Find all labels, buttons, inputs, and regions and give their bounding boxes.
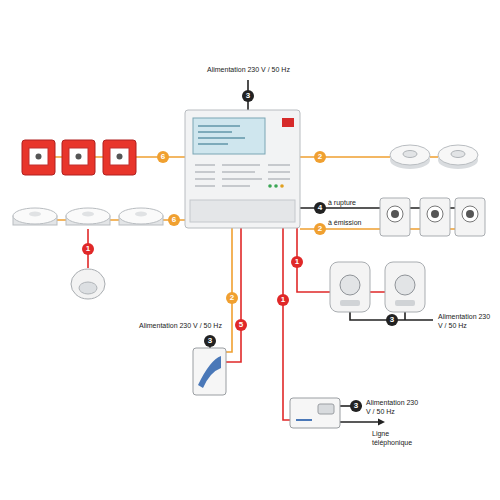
wire-label: à rupture [328, 199, 356, 208]
wire-label: Alimentation 230 V / 50 Hz [139, 322, 222, 331]
wire-label: Ligne téléphonique [372, 430, 420, 447]
wire-label: Alimentation 230 V / 50 Hz [366, 399, 422, 416]
wire-label: Alimentation 230 V / 50 Hz [438, 313, 494, 330]
callout-number: 1 [277, 294, 289, 306]
callout-number: 2 [226, 292, 238, 304]
callout-number: 6 [168, 214, 180, 226]
callout-number: 3 [242, 90, 254, 102]
wire-label: à émission [328, 219, 361, 228]
callout-number: 2 [314, 223, 326, 235]
callout-number: 3 [350, 400, 362, 412]
callout-number: 4 [314, 202, 326, 214]
callout-number: 1 [82, 243, 94, 255]
callout-number: 1 [291, 256, 303, 268]
callout-number: 3 [386, 314, 398, 326]
callout-number: 3 [204, 335, 216, 347]
wire-label: Alimentation 230 V / 50 Hz [207, 66, 290, 75]
callout-number: 2 [314, 151, 326, 163]
callout-number: 5 [235, 319, 247, 331]
callout-number: 6 [157, 151, 169, 163]
